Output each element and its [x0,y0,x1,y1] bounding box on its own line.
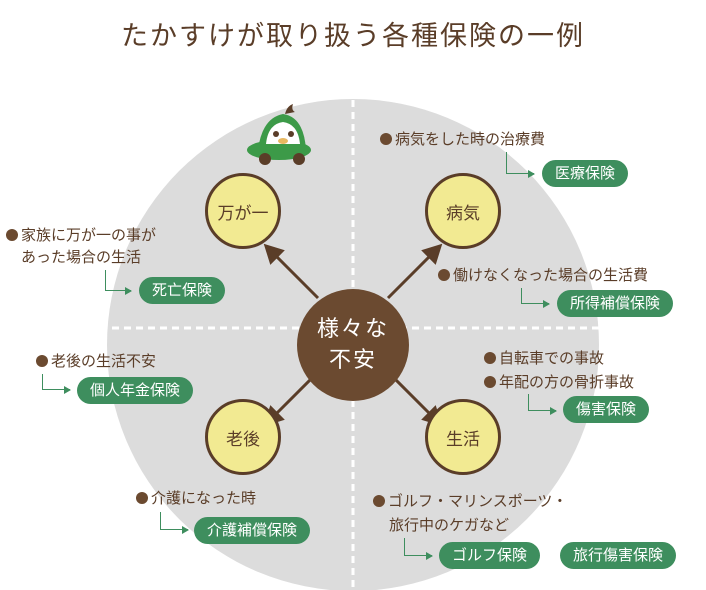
connector-hook [105,270,132,295]
connector-hook [528,394,557,415]
label-nursing-care: 介護になった時 [136,487,256,509]
bullet-dot [6,229,18,241]
node-emergency: 万が一 [205,173,281,249]
pill-death-insurance: 死亡保険 [139,277,226,304]
bullet-dot [484,352,496,364]
node-illness: 病気 [425,173,501,249]
label-leisure-injury: ゴルフ・マリンスポーツ・旅行中のケガなど [373,489,567,537]
label-text: 病気をした時の治療費 [395,130,546,148]
label-family-emergency: 家族に万が一の事があった場合の生活 [6,224,156,268]
pill-injury-insurance: 傷害保険 [563,396,650,423]
bullet-dot [380,133,392,145]
label-text-line2: 旅行中のケガなど [389,516,510,534]
label-text: 介護になった時 [151,489,257,507]
pill-income-insurance: 所得補償保険 [557,290,674,317]
label-text-line1: 自転車での事故 [499,349,605,367]
green-car-mascot-icon [247,104,311,165]
pill-golf-insurance: ゴルフ保険 [439,542,541,569]
bullet-dot [438,269,450,281]
node-life: 生活 [425,399,501,475]
bullet-dot [484,376,496,388]
pill-medical-insurance: 医療保険 [542,160,629,187]
connector-hook [521,288,550,308]
label-text: 老後の生活不安 [51,352,157,370]
connector-hook [42,374,71,394]
page-title: たかすけが取り扱う各種保険の一例 [121,21,585,52]
node-old-age: 老後 [205,399,281,475]
pill-pension-insurance: 個人年金保険 [77,377,194,404]
label-accidents: 自転車での事故年配の方の骨折事故 [484,346,634,394]
connector-hook [506,152,535,178]
pill-nursing-insurance: 介護補償保険 [194,517,311,544]
label-retirement: 老後の生活不安 [36,350,156,372]
label-text-line1: ゴルフ・マリンスポーツ・ [388,492,568,510]
connector-hook [404,538,433,560]
label-text-line2: あった場合の生活 [21,248,142,266]
pill-travel-insurance: 旅行傷害保険 [560,542,677,569]
label-text-line2: 年配の方の骨折事故 [499,373,635,391]
bullet-dot [36,355,48,367]
center-line2: 不安 [328,348,377,373]
bullet-dot [373,495,385,507]
label-text: 働けなくなった場合の生活費 [453,266,649,284]
center-line1: 様々な [316,317,389,342]
connector-hook [160,512,189,534]
label-medical-cost: 病気をした時の治療費 [380,128,545,150]
label-text-line1: 家族に万が一の事が [21,226,157,244]
bullet-dot [136,492,148,504]
label-living-cost: 働けなくなった場合の生活費 [438,264,648,286]
center-anxiety: 様々な 不安 [297,289,409,401]
